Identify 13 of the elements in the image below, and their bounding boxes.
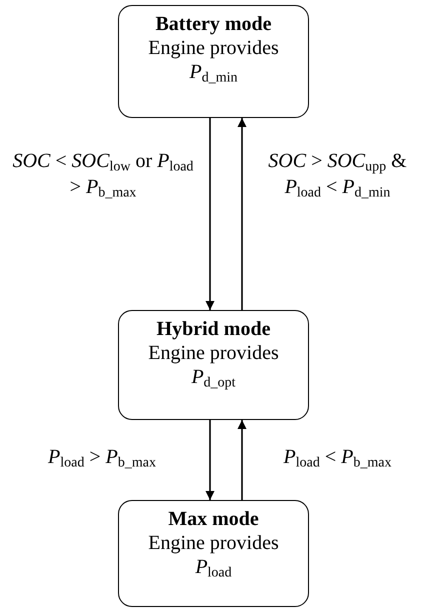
mode-description: Engine provides P$_{d_opt}$ — [147, 341, 280, 389]
state-box — [118, 310, 309, 420]
state-box — [118, 5, 309, 118]
mode-title: Battery mode — [154, 12, 273, 36]
mode-description: Engine provides P$_{d_min}$ — [147, 36, 280, 84]
arrow — [238, 420, 246, 500]
arrow — [206, 420, 214, 500]
arrow — [206, 118, 214, 310]
mode-title: Max mode — [167, 507, 260, 531]
arrow — [238, 118, 246, 310]
state-box — [118, 500, 309, 607]
mode-description: Engine provides P$_{load}$ — [147, 531, 280, 579]
mode-title: Hybrid mode — [156, 317, 272, 341]
